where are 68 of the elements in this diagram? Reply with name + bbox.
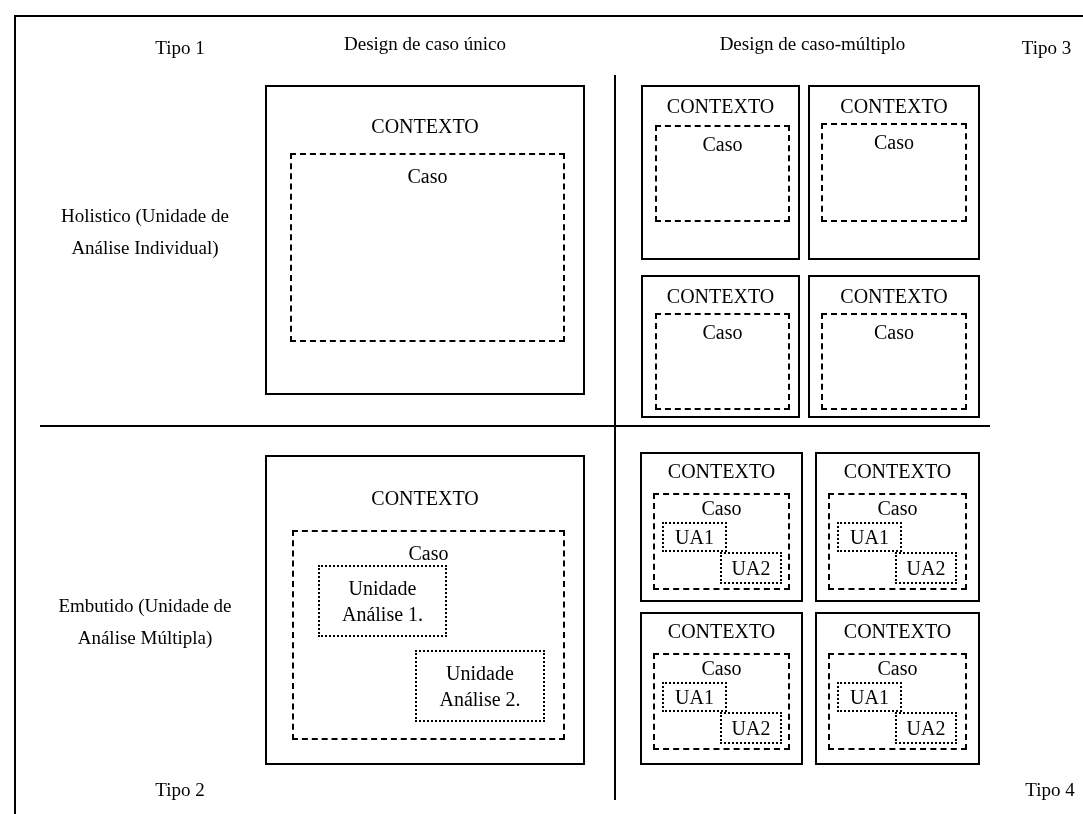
box-label: Caso — [702, 320, 743, 345]
analysis-unit-box — [720, 552, 782, 584]
case-box — [828, 493, 967, 590]
context-box — [265, 455, 585, 765]
box-label: UA2 — [730, 556, 772, 581]
box-label: Unidade Análise 1. — [340, 576, 425, 627]
analysis-unit-box — [895, 552, 957, 584]
analysis-unit-box — [662, 682, 727, 712]
context-box — [640, 612, 803, 765]
analysis-unit-box — [837, 522, 902, 552]
box-label: UA2 — [905, 556, 947, 581]
box-label: CONTEXTO — [667, 459, 776, 484]
type-label: Tipo 1 — [154, 36, 206, 60]
box-label: CONTEXTO — [666, 284, 775, 309]
case-box — [292, 530, 565, 740]
analysis-unit-box — [895, 712, 957, 744]
row-heading: Embutido (Unidade de Análise Múltipla) — [57, 594, 233, 650]
case-box — [821, 123, 967, 222]
case-box — [655, 313, 790, 410]
context-box — [808, 85, 980, 260]
analysis-unit-box — [662, 522, 727, 552]
box-label: UA1 — [674, 525, 715, 550]
box-label: Caso — [874, 130, 914, 155]
box-label: CONTEXTO — [666, 94, 775, 119]
box-label: UA2 — [730, 716, 772, 741]
box-label: CONTEXTO — [371, 114, 479, 139]
context-box — [815, 612, 980, 765]
box-label: UA2 — [905, 716, 947, 741]
box-label: CONTEXTO — [843, 619, 952, 644]
box-label: UA1 — [849, 525, 890, 550]
box-label: CONTEXTO — [371, 486, 479, 511]
case-box — [821, 313, 967, 410]
box-label: Caso — [877, 656, 918, 681]
analysis-unit-box — [415, 650, 545, 722]
box-label: Caso — [702, 132, 743, 157]
row-heading: Holistico (Unidade de Análise Individual) — [60, 204, 230, 260]
context-box — [641, 275, 800, 418]
box-label: UA1 — [849, 685, 890, 710]
type-label: Tipo 2 — [154, 778, 206, 802]
analysis-unit-box — [318, 565, 447, 637]
box-label: Unidade Análise 2. — [438, 661, 522, 712]
box-label: CONTEXTO — [843, 459, 952, 484]
case-box — [290, 153, 565, 342]
context-box — [808, 275, 980, 418]
box-label: CONTEXTO — [840, 284, 948, 309]
case-box — [655, 125, 790, 222]
box-label: Caso — [701, 496, 742, 521]
box-label: Caso — [877, 496, 918, 521]
box-label: CONTEXTO — [667, 619, 776, 644]
box-label: Caso — [408, 541, 449, 566]
context-box — [641, 85, 800, 260]
box-label: CONTEXTO — [840, 94, 948, 119]
type-label: Tipo 3 — [1020, 36, 1073, 60]
case-box — [653, 493, 790, 590]
column-heading: Design de caso único — [343, 32, 507, 56]
box-label: Caso — [874, 320, 914, 345]
box-label: UA1 — [674, 685, 715, 710]
column-heading: Design de caso-múltiplo — [718, 32, 907, 56]
case-box — [653, 653, 790, 750]
case-box — [828, 653, 967, 750]
analysis-unit-box — [720, 712, 782, 744]
box-label: Caso — [701, 656, 742, 681]
context-box — [815, 452, 980, 602]
analysis-unit-box — [837, 682, 902, 712]
context-box — [640, 452, 803, 602]
type-label: Tipo 4 — [1024, 778, 1076, 802]
context-box — [265, 85, 585, 395]
box-label: Caso — [407, 164, 448, 189]
